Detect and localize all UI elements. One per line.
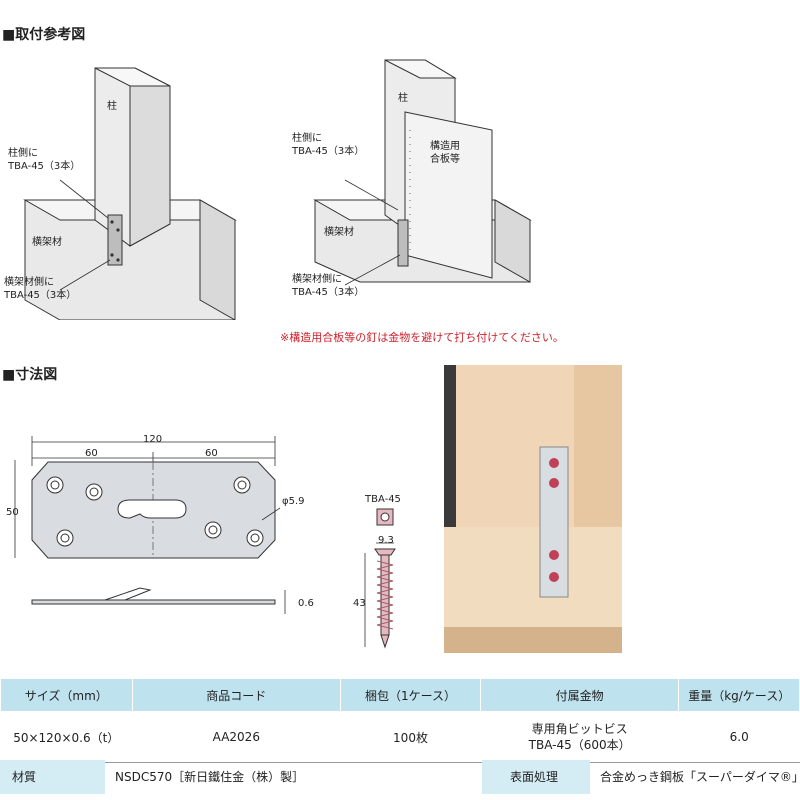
th-size: サイズ（mm）: [0, 678, 133, 712]
spec-table: サイズ（mm） 商品コード 梱包（1ケース） 付属金物 重量（kg/ケース） 5…: [0, 678, 800, 763]
dim-total-width: 120: [143, 434, 163, 445]
finish-label: 表面処理: [482, 760, 590, 794]
finish-value: 合金めっき鋼板「スーパーダイマ®」: [600, 770, 800, 784]
th-code: 商品コード: [131, 678, 342, 712]
cell-weight: 6.0: [678, 711, 800, 763]
th-weight: 重量（kg/ケース）: [678, 678, 800, 712]
dim-height: 50: [6, 507, 19, 518]
spec-footer: 材質 NSDC570［新日鐵住金（株）製］ 表面処理 合金めっき鋼板「スーパーダ…: [0, 760, 800, 794]
plate-dimension-drawing: [14, 436, 286, 614]
installation-diagram-left: [23, 67, 237, 320]
table-header-row: サイズ（mm） 商品コード 梱包（1ケース） 付属金物 重量（kg/ケース）: [0, 678, 800, 712]
material-value: NSDC570［新日鐵住金（株）製］: [115, 770, 305, 784]
beam-label-right: 横架材: [324, 227, 354, 238]
screw-length-dim: 43: [353, 598, 366, 609]
dim-hole: φ5.9: [282, 496, 305, 507]
screw-name: TBA-45: [365, 494, 401, 505]
th-pack: 梱包（1ケース）: [340, 678, 481, 712]
panel-label: 構造用合板等: [430, 141, 460, 165]
screw-drawing: [364, 508, 396, 649]
pillar-label-left: 柱: [107, 101, 117, 112]
dim-half-right: 60: [205, 448, 218, 459]
dim-thickness: 0.6: [298, 598, 314, 609]
material-label: 材質: [0, 760, 105, 794]
cell-size: 50×120×0.6（t）: [0, 711, 133, 763]
beam-label-left: 横架材: [32, 237, 62, 248]
product-photo: [444, 365, 622, 653]
cell-pack: 100枚: [340, 711, 481, 763]
pillar-label-right: 柱: [398, 93, 408, 104]
installation-diagram-right: [313, 59, 532, 286]
dim-half-left: 60: [85, 448, 98, 459]
nailing-note: ※構造用合板等の釘は金物を避けて打ち付けてください。: [280, 331, 564, 344]
screw-head-dim: 9.3: [378, 535, 394, 546]
section-title-dimensions: ■寸法図: [2, 367, 58, 383]
th-accessory: 付属金物: [479, 678, 680, 712]
cell-code: AA2026: [132, 711, 341, 763]
section-title-installation: ■取付参考図: [2, 27, 86, 43]
